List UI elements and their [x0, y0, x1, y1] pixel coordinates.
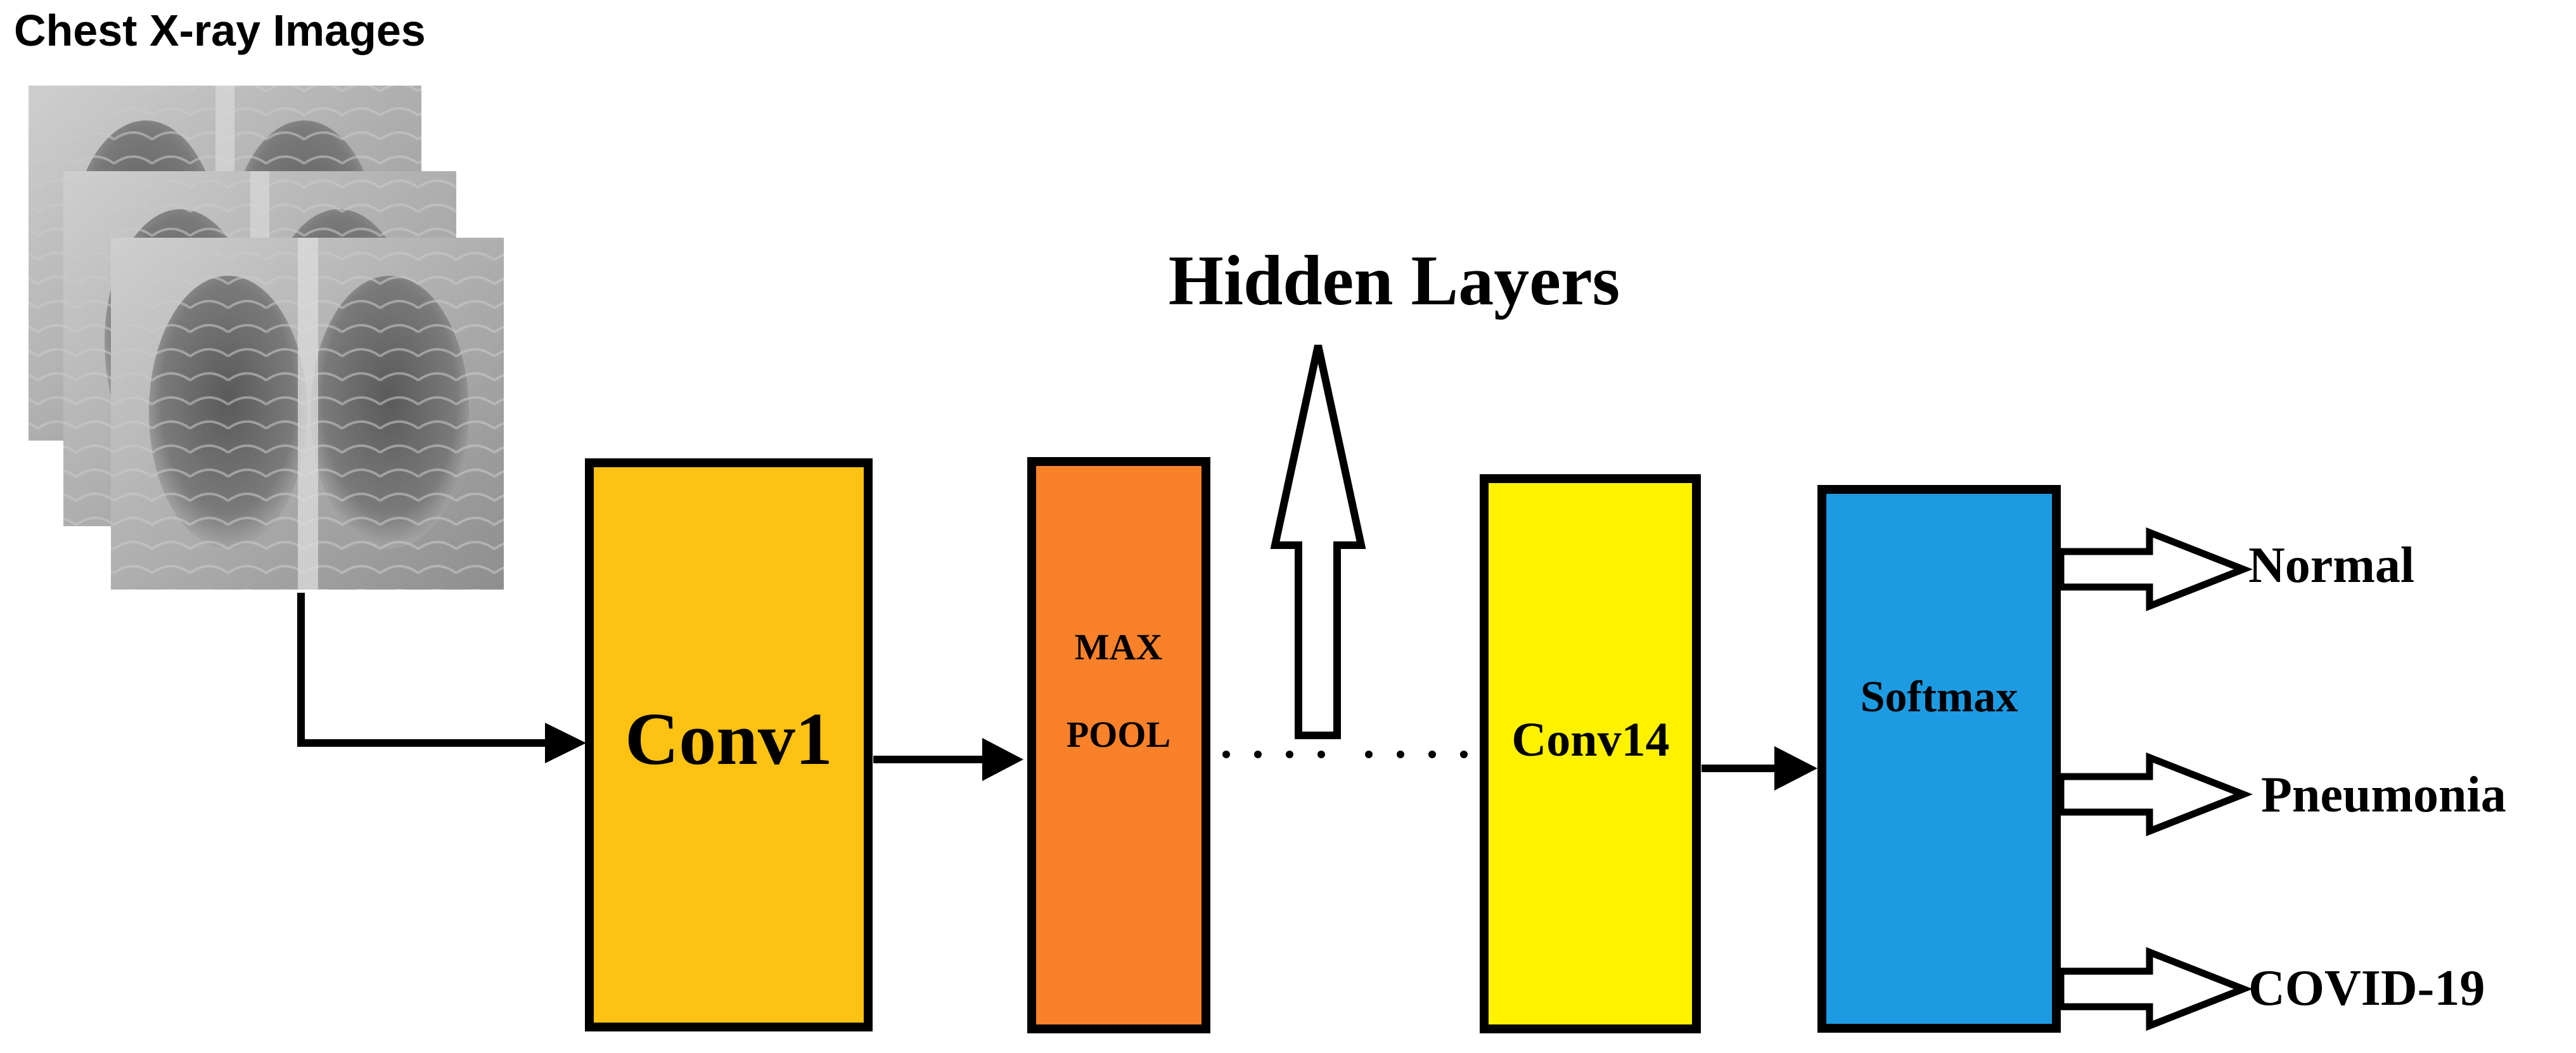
conv14-to-softmax-arrow — [1701, 746, 1817, 791]
maxpool-label-line2: POOL — [1067, 714, 1170, 755]
output-label-pneumonia: Pneumonia — [2261, 767, 2506, 823]
output-arrow-normal — [2057, 527, 2253, 612]
conv1-to-maxpool-arrow — [873, 738, 1023, 781]
output-label-normal: Normal — [2248, 538, 2414, 593]
conv1-block — [585, 458, 873, 1031]
maxpool-label-line1: MAX — [1075, 626, 1163, 668]
hidden-layers-up-arrow — [1270, 344, 1366, 739]
output-arrow-pneumonia — [2057, 752, 2253, 837]
conv14-label: Conv14 — [1511, 713, 1669, 766]
conv14-block — [1480, 474, 1701, 1033]
xray-image-stack — [29, 86, 504, 590]
dotted-connector — [1222, 751, 1468, 758]
maxpool-block — [1027, 457, 1210, 1033]
input-connector-arrow — [297, 593, 586, 763]
output-label-covid: COVID-19 — [2248, 960, 2485, 1016]
softmax-block — [1817, 485, 2061, 1033]
output-arrow-covid — [2057, 946, 2253, 1031]
hidden-layers-label: Hidden Layers — [1169, 242, 1620, 320]
softmax-label: Softmax — [1861, 673, 2018, 721]
conv1-label: Conv1 — [625, 697, 833, 780]
xray-image-front — [111, 238, 504, 590]
input-title: Chest X-ray Images — [14, 6, 426, 55]
